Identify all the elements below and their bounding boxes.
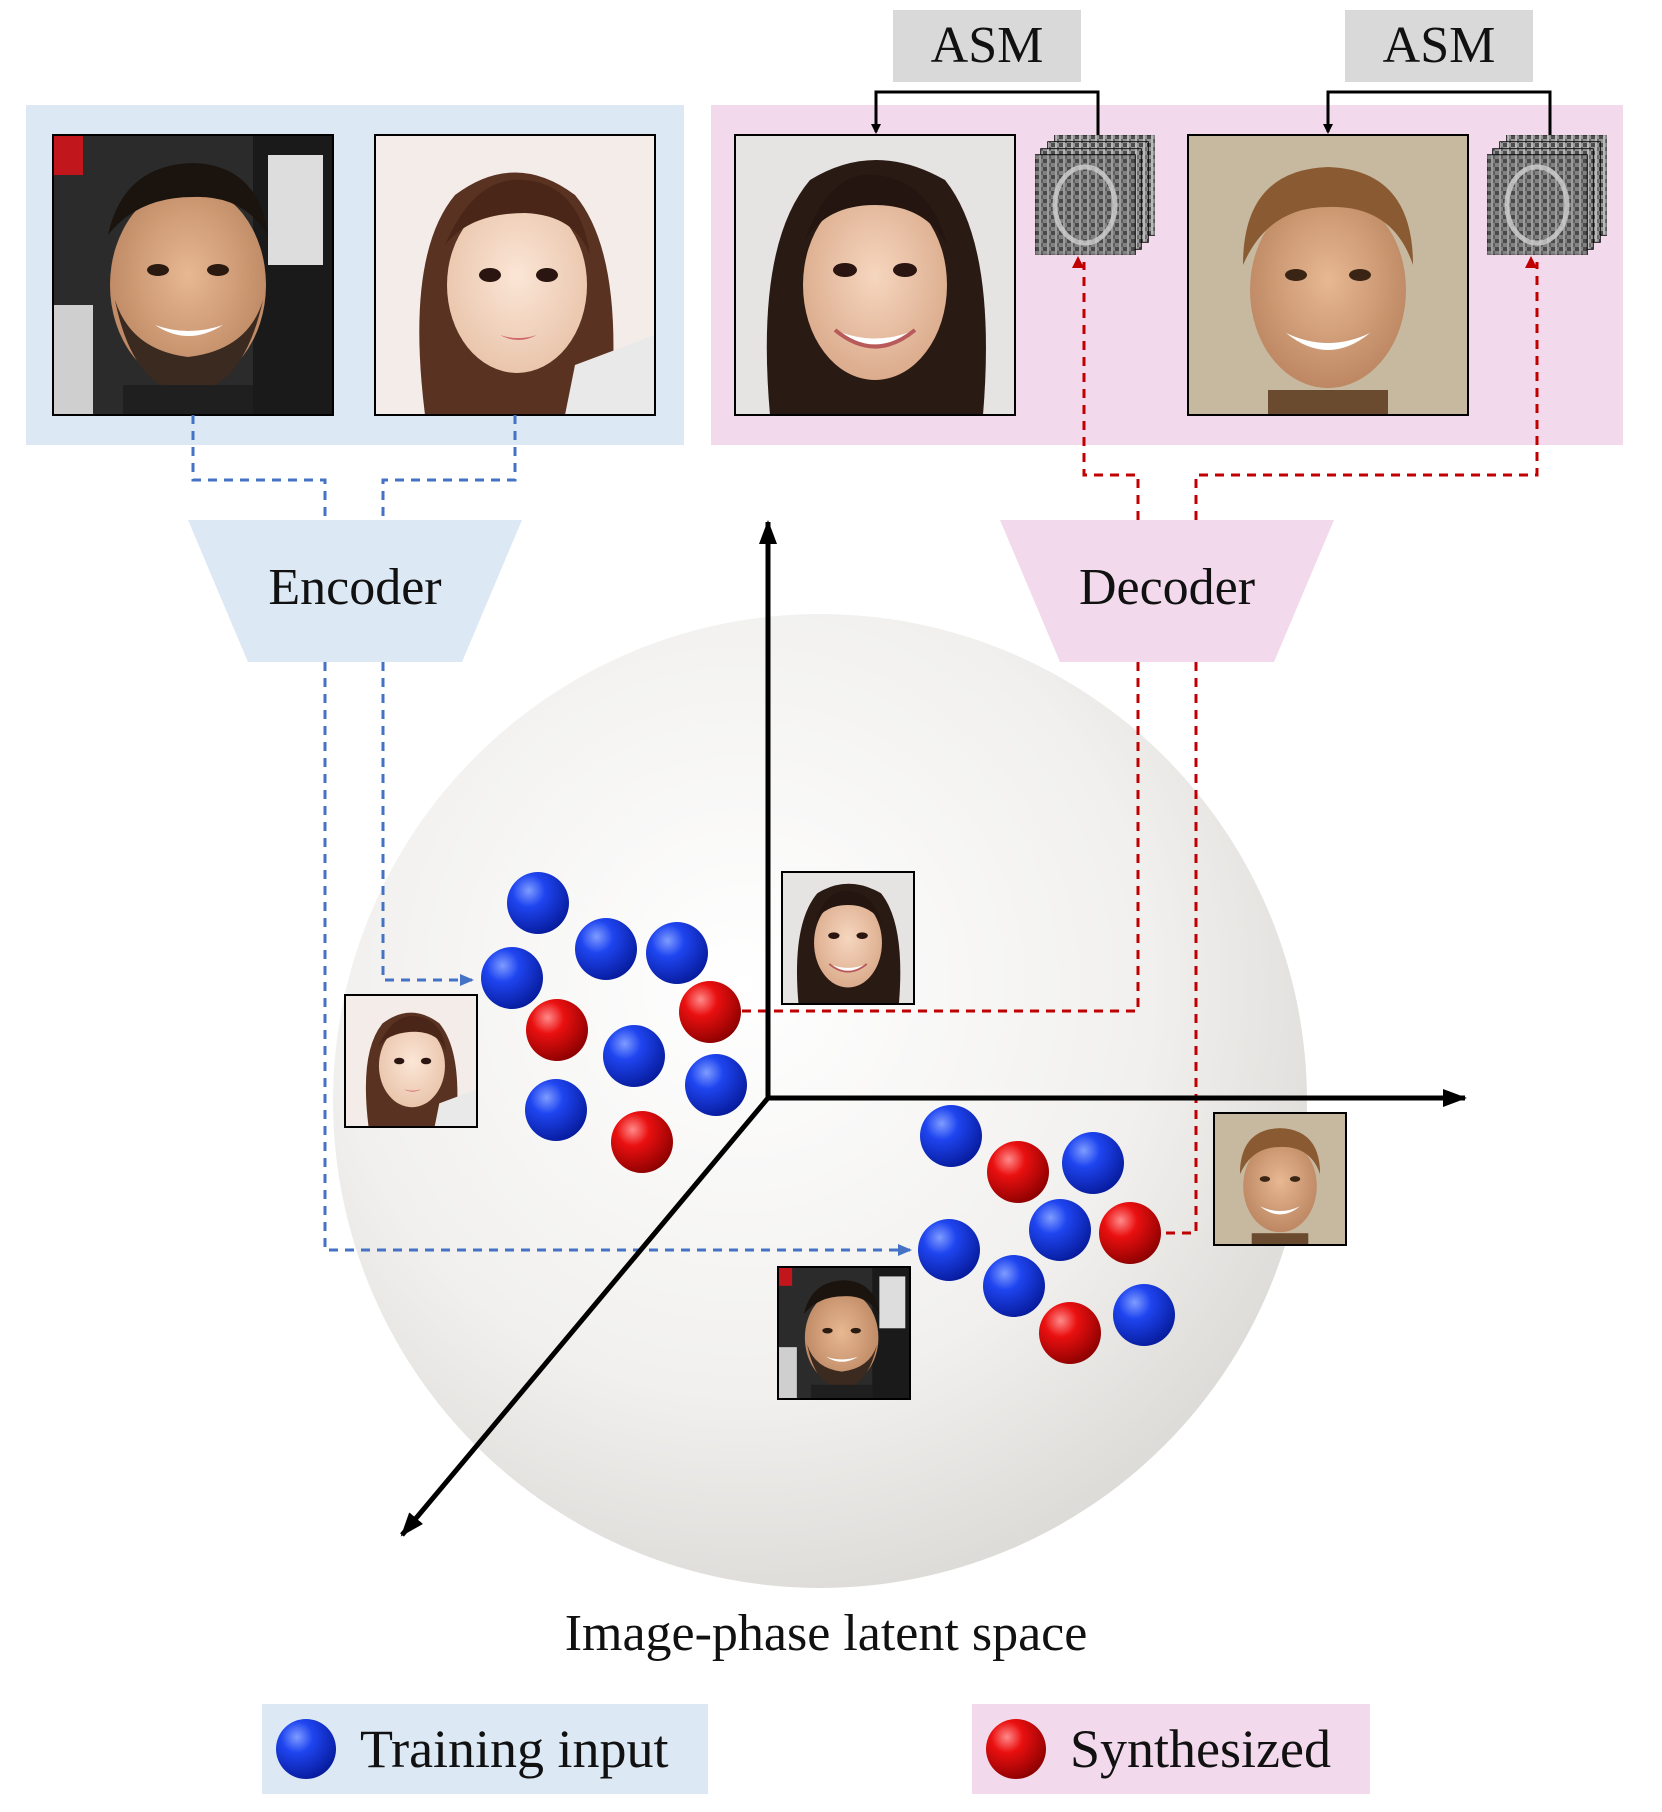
training-point — [646, 922, 708, 984]
training-point — [525, 1079, 587, 1141]
synthesized-face-woman — [734, 134, 1016, 416]
training-point — [603, 1025, 665, 1087]
training-point — [1029, 1199, 1091, 1261]
training-face-man — [52, 134, 334, 416]
legend-training-label: Training input — [360, 1719, 669, 1779]
training-point — [507, 872, 569, 934]
synthesized-point — [679, 981, 741, 1043]
synthesized-point — [611, 1111, 673, 1173]
asm-box-2: ASM — [1345, 10, 1533, 82]
asm-box-1: ASM — [893, 10, 1081, 82]
synthesized-point — [1039, 1302, 1101, 1364]
training-point — [1062, 1132, 1124, 1194]
decoder-label: Decoder — [1079, 559, 1255, 616]
training-point — [1113, 1284, 1175, 1346]
synthesized-point — [526, 999, 588, 1061]
training-point — [481, 947, 543, 1009]
decoder-block: Decoder — [1000, 520, 1334, 662]
legend-training: Training input — [262, 1704, 708, 1794]
latent-points — [481, 872, 1175, 1364]
encoder-block: Encoder — [188, 520, 522, 662]
legend-synthesized-label: Synthesized — [1070, 1719, 1331, 1779]
legend-synthesized: Synthesized — [972, 1704, 1370, 1794]
training-face-girl — [374, 134, 656, 416]
synthesized-point — [1099, 1202, 1161, 1264]
synthesized-face-blond — [1187, 134, 1469, 416]
asm-label-1: ASM — [931, 17, 1044, 74]
asm-arrow-1 — [871, 90, 1100, 135]
asm-map-stack-2 — [1487, 135, 1607, 255]
thumb-synth-blond — [1213, 1112, 1347, 1246]
synthesized-point — [987, 1141, 1049, 1203]
encoder-label: Encoder — [268, 559, 441, 616]
thumb-training-man — [777, 1266, 911, 1400]
training-point — [685, 1054, 747, 1116]
latent-space-caption: Image-phase latent space — [565, 1605, 1088, 1662]
asm-arrow-2 — [1323, 90, 1552, 135]
encoder-links — [191, 415, 912, 1256]
latent-axes — [400, 520, 1467, 1537]
training-point — [983, 1255, 1045, 1317]
training-point — [920, 1105, 982, 1167]
training-point — [918, 1219, 980, 1281]
thumb-synth-woman — [781, 871, 915, 1005]
asm-label-2: ASM — [1383, 17, 1496, 74]
asm-map-stack-1 — [1035, 135, 1155, 255]
training-point — [575, 918, 637, 980]
thumb-training-girl — [344, 994, 478, 1128]
decoder-links — [742, 256, 1539, 1235]
